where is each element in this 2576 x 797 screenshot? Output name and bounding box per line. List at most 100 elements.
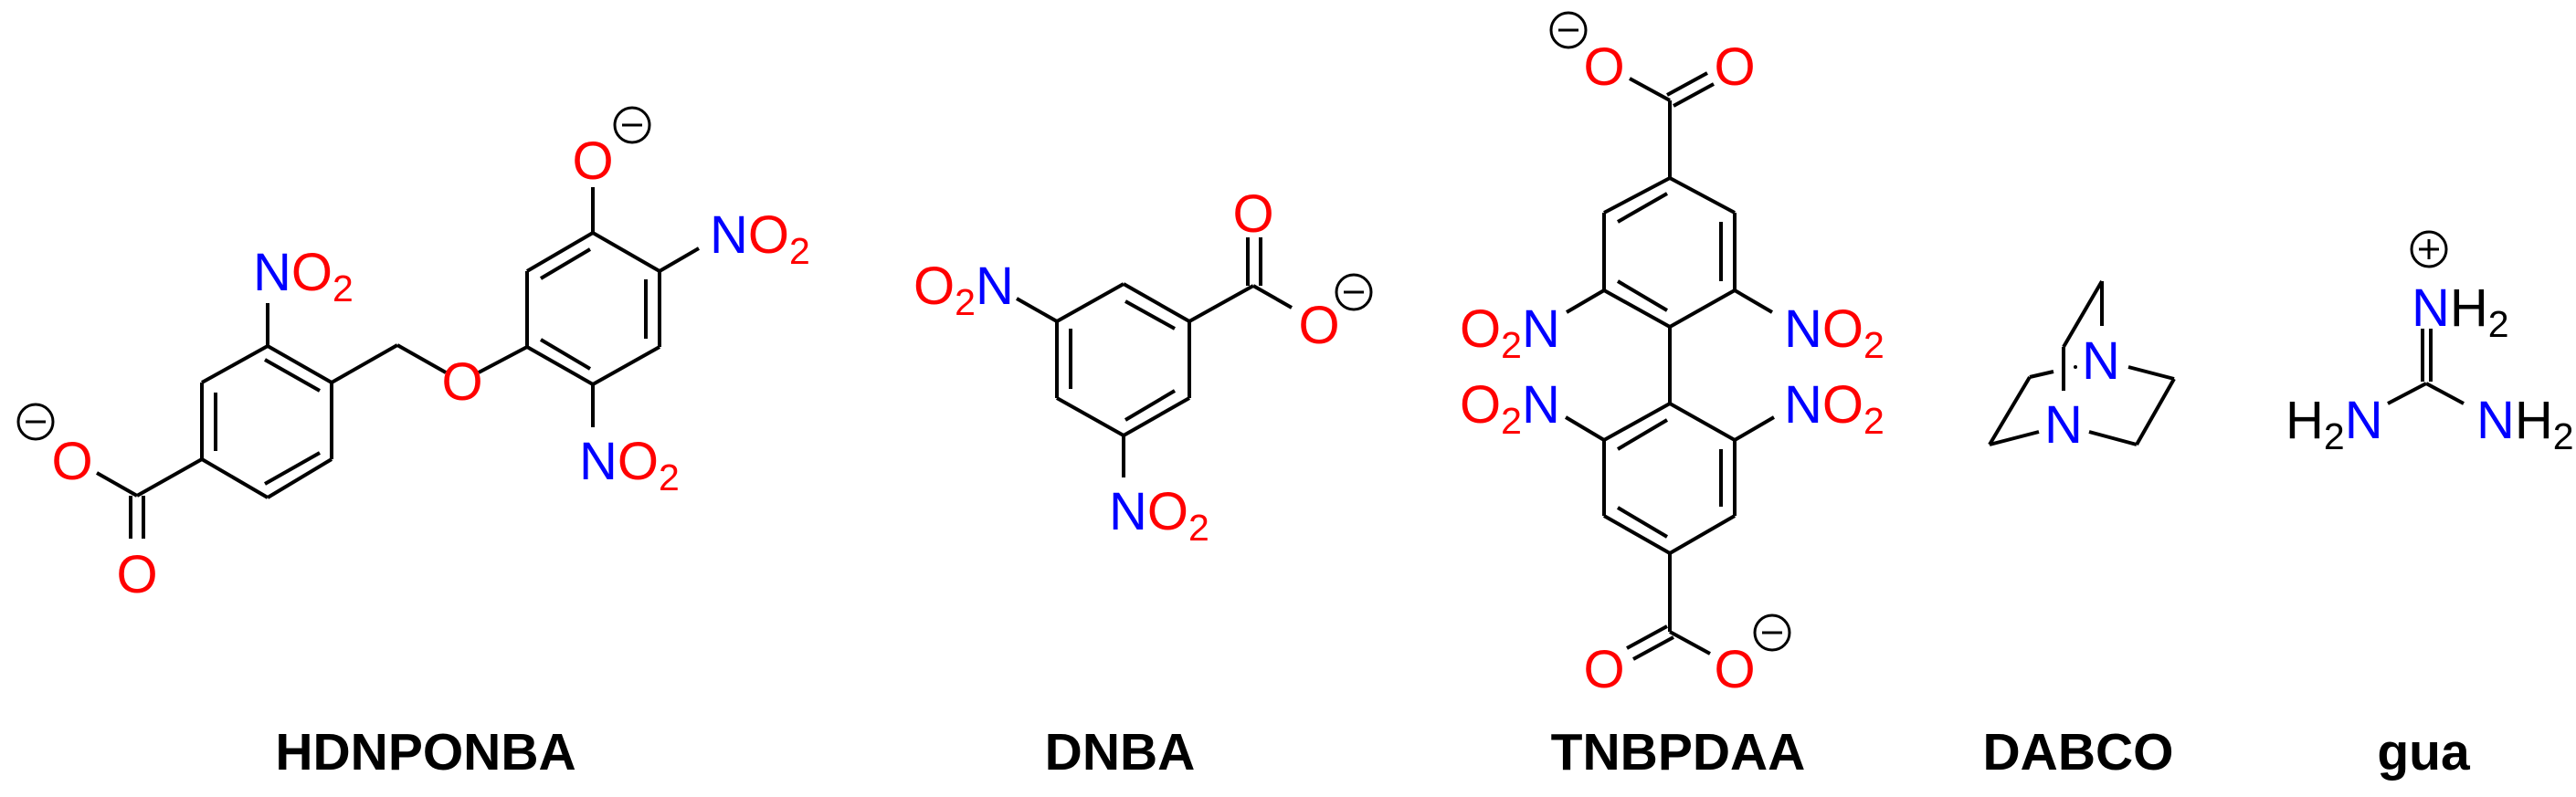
bond-line: [525, 231, 595, 273]
bond-line: [96, 471, 138, 498]
bond-line: [1603, 402, 1671, 442]
bond-line: [264, 451, 321, 486]
bond-line: [1617, 192, 1668, 224]
bond-line: [2062, 279, 2104, 349]
atom-label: O: [1714, 640, 1755, 699]
bond-line: [526, 345, 594, 386]
bond-line: [267, 344, 333, 384]
bond-line: [1989, 430, 2040, 446]
atom-label: NO2: [710, 205, 810, 272]
bond-line: [200, 457, 269, 499]
bond-line: [1666, 71, 1708, 97]
bond-line: [1632, 635, 1674, 661]
atom-label: NO2: [253, 243, 354, 309]
bond-line: [1564, 415, 1606, 442]
bond-line: [592, 231, 660, 273]
bond-line: [1626, 624, 1668, 650]
negative-charge-icon: [1753, 613, 1791, 652]
atom-label: O: [1232, 184, 1273, 244]
atom-label: NO2: [579, 432, 680, 498]
atom-label: H2N: [2286, 391, 2383, 457]
bond-line: [1603, 514, 1671, 555]
atom-label: O: [1714, 37, 1755, 97]
atom-label: O: [51, 432, 92, 491]
bond-line: [331, 343, 398, 384]
bond-line: [1124, 389, 1177, 422]
bond-line: [1629, 77, 1671, 102]
bond-line: [1056, 282, 1124, 323]
bond-line: [1124, 299, 1176, 330]
bond-line: [478, 345, 528, 374]
bond-line: [1673, 82, 1715, 108]
bond-line: [592, 345, 660, 386]
bond-line: [1123, 282, 1190, 323]
bond-line: [1565, 288, 1606, 314]
atom-label: O2N: [1460, 299, 1560, 366]
bond-line: [1669, 288, 1736, 329]
atom-label: O: [441, 352, 482, 412]
negative-charge-icon: [1335, 273, 1373, 311]
atom-label: NH2: [2476, 391, 2574, 457]
atom-label: NO2: [1784, 375, 1884, 442]
molecule-label-tnbpdaa: TNBPDAA: [1551, 723, 1806, 781]
molecule-label-gua: gua: [2377, 723, 2471, 781]
bond-line: [1123, 396, 1190, 437]
atom-label: N: [2082, 331, 2120, 391]
bond-line: [1188, 284, 1254, 323]
bond-line: [2425, 382, 2465, 405]
bond-line: [2088, 430, 2138, 446]
bond-line: [1669, 176, 1736, 215]
bond-line: [1616, 418, 1669, 451]
bond-line: [539, 338, 592, 371]
molecule-label-dnba: DNBA: [1045, 723, 1196, 781]
bond-line: [1668, 514, 1737, 555]
bond-line: [1252, 284, 1293, 309]
bond-line: [1616, 279, 1669, 312]
atom-label: NO2: [1109, 482, 1209, 549]
bond-line: [136, 457, 203, 498]
molecule-dnba: DNBA OO O2N NO2: [913, 184, 1373, 781]
molecule-label-hdnponba: HDNPONBA: [275, 723, 575, 781]
atom-label: O: [1298, 296, 1339, 355]
atom-label: N: [2044, 395, 2083, 455]
molecule-dabco: DABCO NN: [1983, 279, 2176, 781]
atom-label: O: [1583, 37, 1624, 97]
bond-line: [539, 247, 592, 280]
bond-line: [1603, 288, 1671, 329]
bond-line: [1616, 506, 1669, 539]
bond-line: [2029, 370, 2054, 379]
atom-label: O: [116, 545, 157, 604]
bond-line: [201, 344, 269, 384]
bond-line: [1733, 415, 1776, 442]
negative-charge-icon: [613, 106, 651, 144]
atom-label: NH2: [2412, 278, 2509, 345]
lone-dot: [2074, 365, 2077, 369]
bond-line: [1733, 288, 1774, 314]
bond-line: [266, 457, 333, 499]
bond-line: [396, 343, 447, 374]
bond-line: [264, 358, 321, 393]
bond-line: [1988, 375, 2032, 446]
bond-line: [658, 246, 701, 273]
bond-line: [2135, 378, 2176, 446]
bond-line: [1603, 176, 1671, 215]
negative-charge-icon: [1549, 11, 1588, 49]
bond-line: [1669, 630, 1711, 655]
atom-label: O: [572, 131, 613, 191]
atom-label: NO2: [1784, 299, 1884, 366]
negative-charge-icon: [16, 403, 55, 441]
atom-label: O: [1583, 640, 1624, 699]
atom-label: O2N: [1460, 375, 1560, 442]
atom-label: O2N: [913, 257, 1014, 323]
molecule-label-dabco: DABCO: [1983, 723, 2174, 781]
bond-line: [2387, 382, 2427, 405]
bond-line: [1056, 396, 1124, 437]
bond-line: [1669, 402, 1736, 442]
positive-charge-icon: [2410, 230, 2448, 268]
bond-line: [1016, 297, 1058, 323]
